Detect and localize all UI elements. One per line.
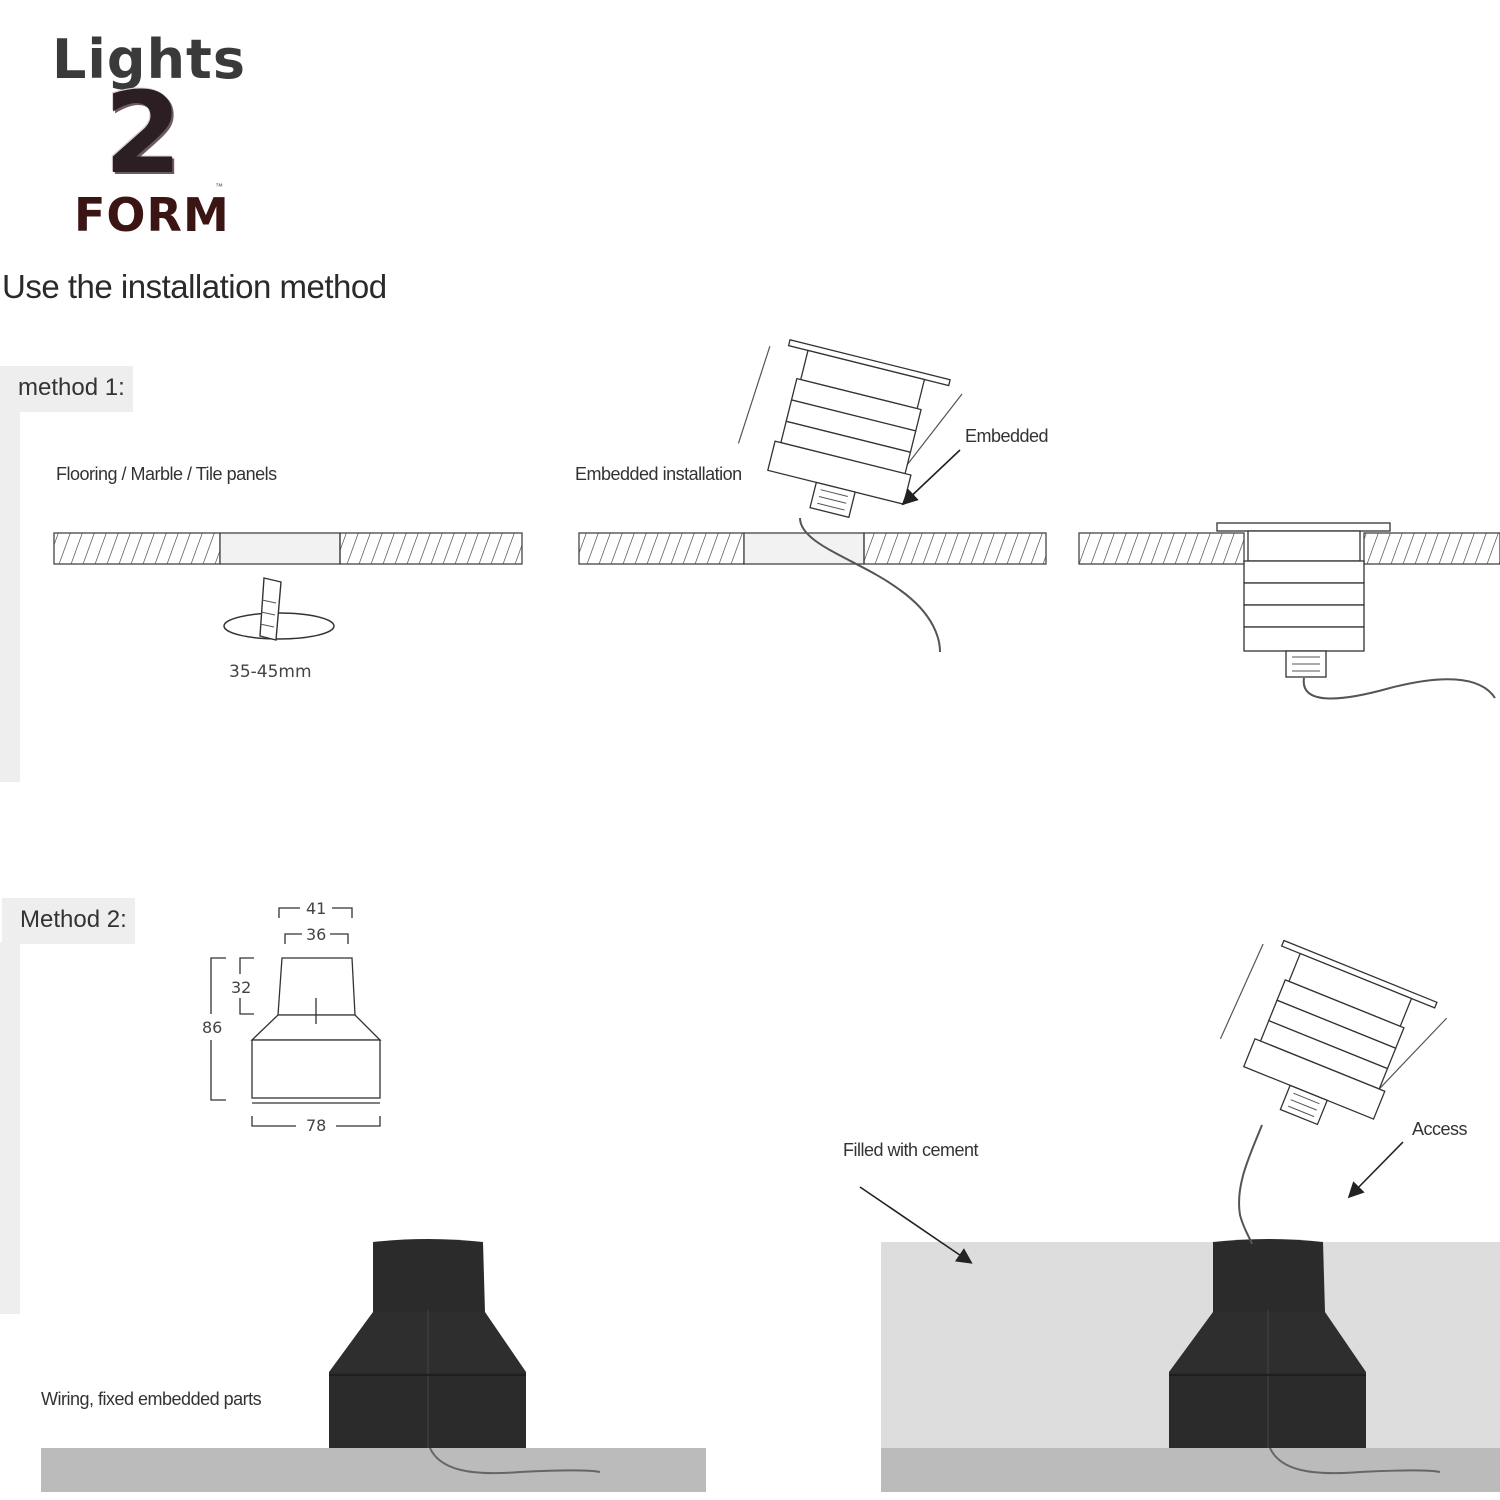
tilted-light-fixture-1 (737, 339, 963, 519)
cable-1 (799, 517, 941, 653)
method1-label: method 1: (0, 366, 133, 412)
cable-5 (1238, 1124, 1263, 1245)
cable-2 (1302, 677, 1496, 700)
dim-36: 36 (306, 925, 327, 944)
logo-lights-text: Lights (52, 28, 246, 91)
page-title: Use the installation method (2, 268, 387, 305)
embedded-installation-label: Embedded installation (575, 464, 742, 484)
floor-panel-3 (1078, 532, 1500, 565)
installed-light-fixture (1216, 522, 1391, 678)
access-label: Access (1412, 1119, 1468, 1139)
cable-4 (1269, 1447, 1441, 1475)
dimension-drawing (210, 907, 382, 1127)
wiring-label: Wiring, fixed embedded parts (41, 1389, 262, 1409)
panel-label: Flooring / Marble / Tile panels (56, 464, 277, 484)
method1-sidebar (0, 410, 20, 782)
hole-size-label: 35-45mm (229, 662, 312, 682)
cement-arrow (859, 1186, 973, 1264)
logo-form-text: FORM (74, 188, 230, 242)
method2-sidebar (0, 942, 20, 1314)
logo-two-glyph: 2 (104, 69, 182, 199)
embedded-sleeve-right (1169, 1239, 1366, 1448)
tilted-light-fixture-2 (1219, 939, 1448, 1126)
drill-bit-icon (223, 577, 335, 641)
embedded-arrow (901, 449, 961, 506)
base-slab-left (41, 1448, 706, 1492)
dim-41: 41 (306, 899, 327, 918)
floor-panel-2 (578, 532, 1047, 565)
dim-78: 78 (306, 1116, 327, 1135)
logo-trademark: ™ (215, 182, 223, 191)
dim-86: 86 (202, 1018, 223, 1037)
embedded-label: Embedded (965, 426, 1049, 446)
access-arrow (1347, 1141, 1404, 1199)
floor-panel-1 (53, 532, 523, 565)
cement-label: Filled with cement (843, 1140, 979, 1160)
method2-label: Method 2: (2, 898, 135, 944)
dim-32: 32 (231, 978, 252, 997)
embedded-sleeve-left (329, 1239, 526, 1448)
cable-3 (429, 1447, 601, 1475)
